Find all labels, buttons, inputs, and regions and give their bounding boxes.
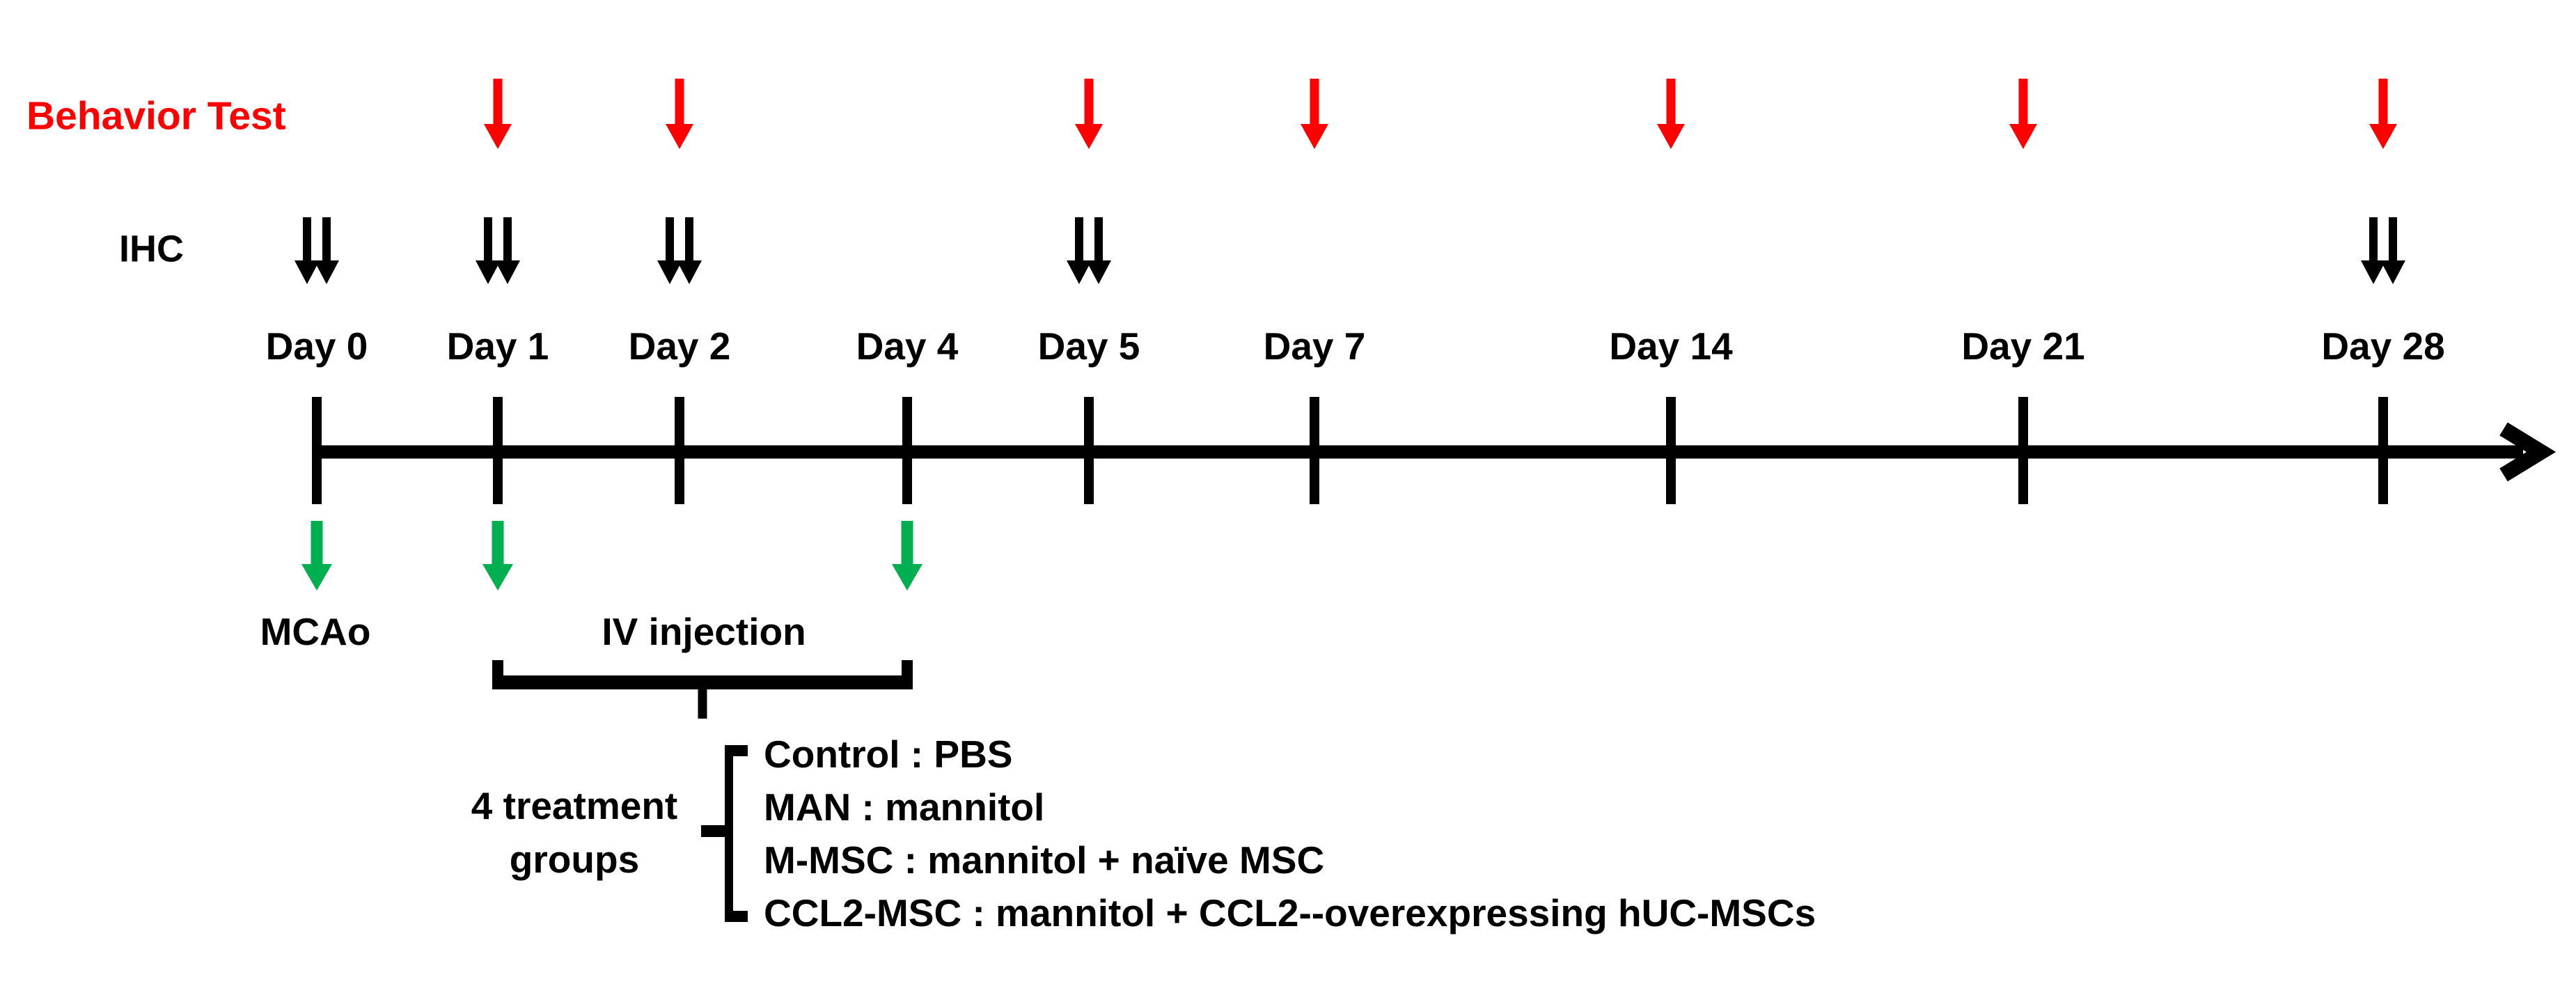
- day-label-8: Day 28: [2321, 325, 2445, 368]
- timeline-tick-day-0: [312, 397, 322, 504]
- ihc-double-arrow-icon: [495, 217, 520, 284]
- ihc-double-arrow-icon: [1086, 217, 1111, 284]
- treatment-group-item-3: CCL2-MSC : mannitol + CCL2--overexpressi…: [764, 891, 1816, 935]
- ihc-double-arrow-icon: [2380, 217, 2405, 284]
- timeline-tick-day-4: [902, 397, 912, 504]
- injection-arrow-icon: [301, 521, 332, 591]
- timeline-tick-day-7: [1310, 397, 1319, 504]
- day-label-0: Day 0: [265, 325, 368, 368]
- ihc-double-arrow-icon: [314, 217, 339, 284]
- ihc-double-arrow-icon: [657, 217, 682, 284]
- ihc-double-arrow-icon: [476, 217, 501, 284]
- ihc-double-arrow-icon: [677, 217, 702, 284]
- timeline-tick-day-2: [675, 397, 684, 504]
- day-label-1: Day 1: [446, 325, 549, 368]
- treatment-groups-title-line1: 4 treatment: [471, 784, 678, 827]
- timeline-tick-day-21: [2018, 397, 2028, 504]
- mcao-label: MCAo: [260, 609, 371, 653]
- treatment-groups-title: 4 treatment groups: [471, 779, 677, 886]
- day-label-3: Day 4: [856, 325, 959, 368]
- behavior-test-arrow-icon: [666, 79, 693, 149]
- ihc-double-arrow-icon: [294, 217, 320, 284]
- timeline-tick-day-28: [2378, 397, 2388, 504]
- behavior-test-arrow-icon: [1301, 79, 1328, 149]
- treatment-group-item-1: MAN : mannitol: [764, 785, 1045, 829]
- treatment-groups-title-line2: groups: [509, 838, 640, 881]
- treatment-bracket-bar: [725, 745, 733, 922]
- day-label-5: Day 7: [1263, 325, 1366, 368]
- iv-bracket-bar: [492, 675, 913, 689]
- treatment-bracket-bottom-arm: [733, 911, 748, 922]
- day-label-6: Day 14: [1609, 325, 1733, 368]
- day-label-7: Day 21: [1961, 325, 2085, 368]
- day-label-2: Day 2: [628, 325, 731, 368]
- iv-bracket-stem: [698, 689, 707, 719]
- day-label-4: Day 5: [1037, 325, 1140, 368]
- timeline-axis: [313, 445, 2523, 459]
- treatment-group-item-2: M-MSC : mannitol + naïve MSC: [764, 838, 1325, 882]
- ihc-double-arrow-icon: [1067, 217, 1092, 284]
- injection-arrow-icon: [892, 521, 922, 591]
- treatment-bracket-middle-arm: [701, 825, 725, 837]
- ihc-row-label: IHC: [119, 228, 184, 270]
- behavior-test-arrow-icon: [1075, 79, 1103, 149]
- behavior-test-row-label: Behavior Test: [26, 93, 286, 139]
- treatment-bracket-top-arm: [733, 745, 748, 756]
- iv-injection-label: IV injection: [602, 609, 806, 653]
- behavior-test-arrow-icon: [2369, 79, 2397, 149]
- timeline-tick-day-1: [493, 397, 503, 504]
- behavior-test-arrow-icon: [2009, 79, 2037, 149]
- treatment-group-item-0: Control : PBS: [764, 733, 1013, 776]
- behavior-test-arrow-icon: [1657, 79, 1685, 149]
- timeline-tick-day-14: [1666, 397, 1676, 504]
- timeline-tick-day-5: [1084, 397, 1094, 504]
- ihc-double-arrow-icon: [2361, 217, 2386, 284]
- behavior-test-arrow-icon: [484, 79, 512, 149]
- timeline-arrowhead-icon: [2499, 422, 2557, 482]
- injection-arrow-icon: [482, 521, 513, 591]
